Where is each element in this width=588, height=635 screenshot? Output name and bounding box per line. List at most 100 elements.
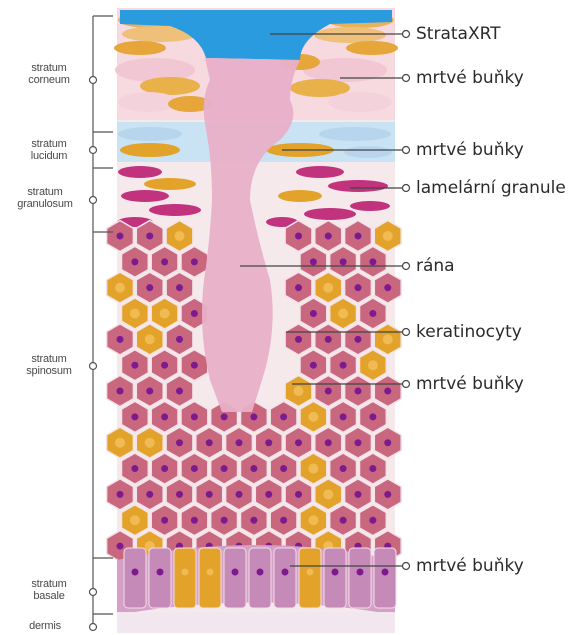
cell-nucleus bbox=[146, 491, 153, 498]
cell-nucleus bbox=[325, 233, 332, 240]
stratum-lucidum-label: stratum lucidum bbox=[8, 138, 90, 162]
cell-nucleus bbox=[355, 336, 362, 343]
cell-nucleus bbox=[369, 517, 376, 524]
stratum-corneum-label: stratum corneum bbox=[8, 62, 90, 86]
cell-nucleus bbox=[191, 413, 198, 420]
cell-nucleus bbox=[221, 517, 228, 524]
cell-nucleus bbox=[323, 283, 333, 293]
cell-nucleus bbox=[357, 569, 364, 576]
dead-basal-cell bbox=[299, 548, 321, 608]
cell-nucleus bbox=[282, 569, 289, 576]
cell-nucleus bbox=[175, 231, 185, 241]
cell-nucleus bbox=[250, 413, 257, 420]
cell-nucleus bbox=[206, 491, 213, 498]
cell-nucleus bbox=[161, 362, 168, 369]
cell-nucleus bbox=[176, 439, 183, 446]
stratum-basale-label: stratum basale bbox=[8, 578, 90, 602]
cell-nucleus bbox=[355, 491, 362, 498]
dead-cells-corneum-callout: mrtvé buňky bbox=[416, 68, 524, 88]
cell-nucleus bbox=[182, 569, 189, 576]
cell-nucleus bbox=[355, 388, 362, 395]
cell-nucleus bbox=[117, 233, 124, 240]
cell-nucleus bbox=[115, 283, 125, 293]
cell-nucleus bbox=[383, 231, 393, 241]
cell-nucleus bbox=[131, 258, 138, 265]
basal-cell bbox=[274, 548, 296, 608]
cell-nucleus bbox=[161, 465, 168, 472]
cell-nucleus bbox=[206, 439, 213, 446]
keratinocytes-callout: keratinocyty bbox=[416, 322, 522, 342]
cell-nucleus bbox=[115, 438, 125, 448]
cell-nucleus bbox=[295, 233, 302, 240]
cell-nucleus bbox=[176, 388, 183, 395]
basal-cell bbox=[249, 548, 271, 608]
cell-nucleus bbox=[176, 284, 183, 291]
cell-nucleus bbox=[132, 569, 139, 576]
cell-nucleus bbox=[325, 336, 332, 343]
cell-nucleus bbox=[191, 258, 198, 265]
cell-nucleus bbox=[308, 412, 318, 422]
cell-nucleus bbox=[161, 517, 168, 524]
lamellar-granules-callout: lamelární granule bbox=[416, 178, 566, 198]
cell-nucleus bbox=[384, 284, 391, 291]
cell-nucleus bbox=[295, 336, 302, 343]
cell-nucleus bbox=[280, 517, 287, 524]
cell-nucleus bbox=[117, 388, 124, 395]
cell-nucleus bbox=[130, 309, 140, 319]
dead-cells-basale-callout: mrtvé buňky bbox=[416, 556, 524, 576]
callout-dots bbox=[403, 31, 410, 570]
basal-cell bbox=[324, 548, 346, 608]
cell-nucleus bbox=[131, 413, 138, 420]
cell-nucleus bbox=[332, 569, 339, 576]
dead-basal-cell bbox=[174, 548, 196, 608]
cell-nucleus bbox=[355, 233, 362, 240]
basal-cell bbox=[124, 548, 146, 608]
cell-nucleus bbox=[384, 439, 391, 446]
basal-cell bbox=[349, 548, 371, 608]
cell-nucleus bbox=[307, 569, 314, 576]
cell-nucleus bbox=[191, 310, 198, 317]
cell-nucleus bbox=[368, 360, 378, 370]
cell-nucleus bbox=[157, 569, 164, 576]
cell-nucleus bbox=[384, 491, 391, 498]
cell-nucleus bbox=[369, 310, 376, 317]
cell-nucleus bbox=[117, 491, 124, 498]
cell-nucleus bbox=[236, 439, 243, 446]
cell-nucleus bbox=[131, 362, 138, 369]
cell-nucleus bbox=[340, 465, 347, 472]
cell-nucleus bbox=[310, 310, 317, 317]
cell-nucleus bbox=[295, 491, 302, 498]
stratum-spinosum-label: stratum spinosum bbox=[8, 353, 90, 377]
cell-nucleus bbox=[221, 465, 228, 472]
dermis bbox=[117, 612, 395, 633]
cell-nucleus bbox=[280, 413, 287, 420]
cell-nucleus bbox=[160, 309, 170, 319]
cell-nucleus bbox=[338, 309, 348, 319]
cell-nucleus bbox=[250, 517, 257, 524]
cell-nucleus bbox=[325, 388, 332, 395]
cell-nucleus bbox=[145, 438, 155, 448]
stratum-basale-layer bbox=[117, 545, 396, 615]
stratasxrt-callout: StrataXRT bbox=[416, 24, 501, 44]
dermis-label: dermis bbox=[4, 620, 86, 632]
dead-cells-lucidum-callout: mrtvé buňky bbox=[416, 140, 524, 160]
cell-nucleus bbox=[117, 543, 124, 550]
cell-nucleus bbox=[355, 439, 362, 446]
cell-nucleus bbox=[280, 465, 287, 472]
cell-nucleus bbox=[295, 284, 302, 291]
cell-nucleus bbox=[340, 413, 347, 420]
cell-nucleus bbox=[310, 362, 317, 369]
cell-nucleus bbox=[191, 362, 198, 369]
cell-nucleus bbox=[355, 284, 362, 291]
cell-nucleus bbox=[383, 334, 393, 344]
cell-nucleus bbox=[265, 439, 272, 446]
cell-nucleus bbox=[369, 465, 376, 472]
cell-nucleus bbox=[221, 413, 228, 420]
cell-nucleus bbox=[265, 491, 272, 498]
cell-nucleus bbox=[161, 258, 168, 265]
cell-nucleus bbox=[146, 233, 153, 240]
cell-nucleus bbox=[323, 489, 333, 499]
cell-nucleus bbox=[325, 439, 332, 446]
cell-nucleus bbox=[236, 491, 243, 498]
